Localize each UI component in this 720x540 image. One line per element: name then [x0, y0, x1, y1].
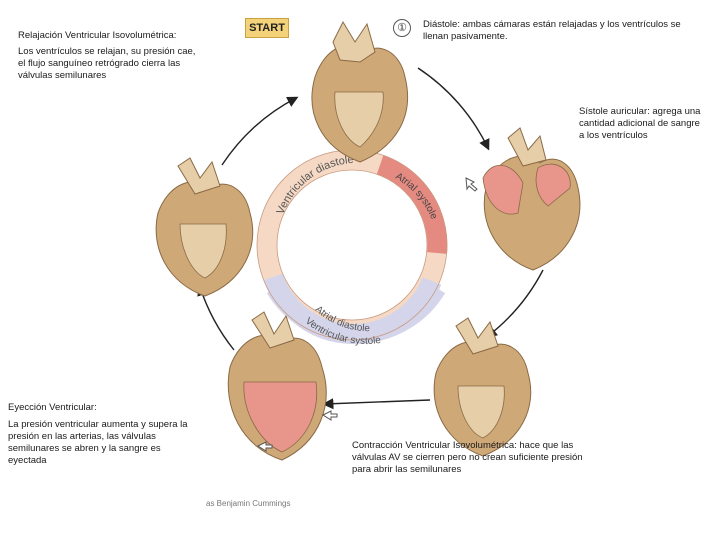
cycle-ring	[256, 149, 448, 344]
atrial-systole-desc-1: Sístole auricular: agrega una	[579, 106, 701, 117]
diastole-desc-2: llenan pasivamente.	[423, 31, 508, 42]
contraction-desc-1: Contracción Ventricular Isovolumétrica: …	[352, 440, 574, 451]
contraction-desc-2: válvulas AV se cierren pero no crean suf…	[352, 452, 583, 463]
relaxation-desc-1: Los ventrículos se relajan, su presión c…	[18, 46, 196, 57]
ejection-desc-3: semilunares se abren y la sangre es	[8, 443, 161, 454]
relaxation-desc-2: el flujo sanguíneo retrógrado cierra las	[18, 58, 181, 69]
ejection-desc-2: presión en las arterias, las válvulas	[8, 431, 156, 442]
flow-arrows	[256, 177, 478, 452]
diastole-desc-1: Diástole: ambas cámaras están relajadas …	[423, 19, 681, 30]
heart-ventricular-ejection	[227, 311, 327, 461]
heart-isovolumetric-relaxation	[155, 157, 254, 297]
relaxation-title: Relajación Ventricular Isovolumétrica:	[18, 30, 177, 41]
heart-isovolumetric-contraction	[433, 317, 532, 457]
ejection-title: Eyección Ventricular:	[8, 402, 97, 413]
start-label: START	[245, 18, 289, 38]
ejection-desc-4: eyectada	[8, 455, 47, 466]
ejection-desc-1: La presión ventricular aumenta y supera …	[8, 419, 188, 430]
heart-diastole	[311, 20, 409, 163]
image-credit: as Benjamin Cummings	[206, 499, 291, 508]
contraction-desc-3: para abrir las semilunares	[352, 464, 462, 475]
atrial-systole-desc-3: a los ventrículos	[579, 130, 648, 141]
relaxation-desc-3: válvulas semilunares	[18, 70, 107, 81]
atrial-systole-desc-2: cantidad adicional de sangre	[579, 118, 700, 129]
step-number: ①	[393, 19, 411, 37]
heart-atrial-systole	[482, 127, 581, 271]
